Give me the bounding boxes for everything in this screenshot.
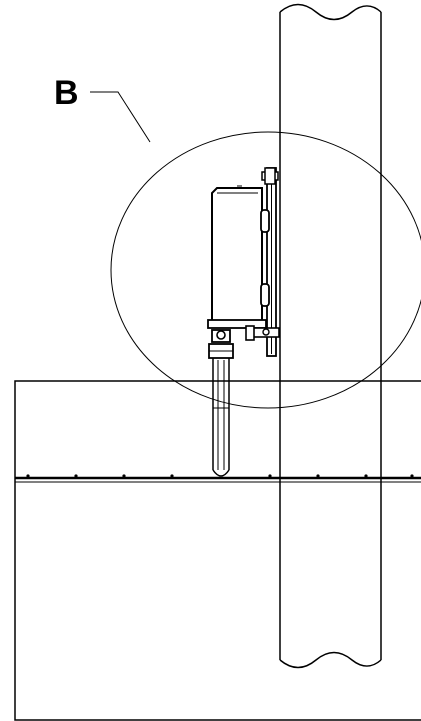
process-fitting — [208, 329, 234, 359]
transmitter-housing — [207, 185, 267, 329]
sensor-probe — [212, 358, 230, 477]
clamp-lugs — [260, 209, 270, 307]
upper-bolt — [261, 167, 279, 185]
cover-bolts — [26, 474, 414, 478]
detail-callout-label: B — [54, 74, 79, 112]
callout-leader — [90, 91, 151, 143]
vertical-column — [279, 3, 382, 669]
detail-circle — [110, 131, 421, 409]
lower-bolt — [245, 325, 280, 341]
